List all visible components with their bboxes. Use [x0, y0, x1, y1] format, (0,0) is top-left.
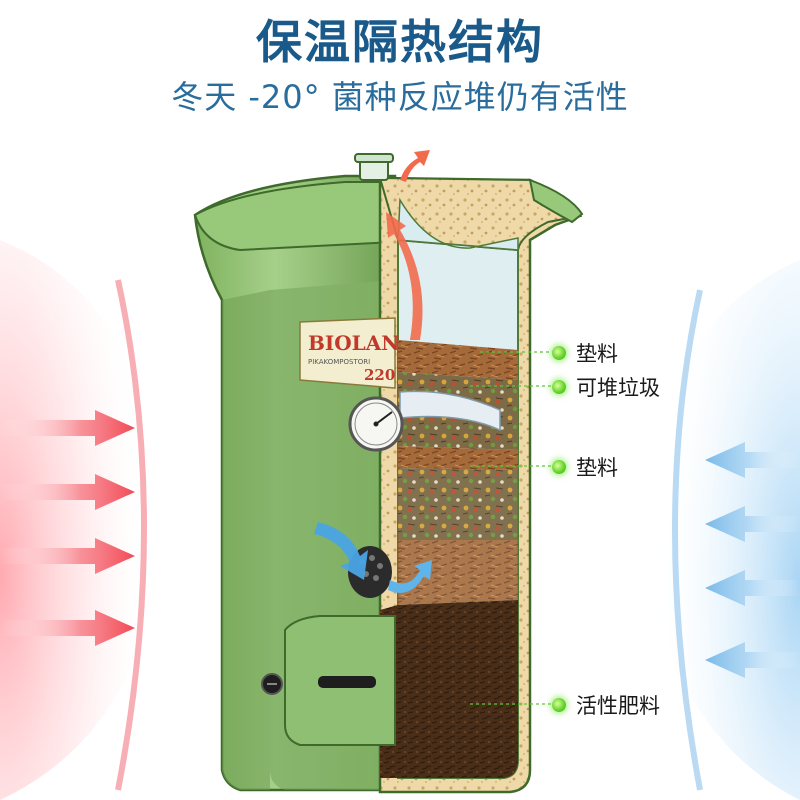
bullet-dot-icon	[552, 380, 566, 394]
composter-illustration: BIOLAN PIKAKOMPOSTORI 220	[193, 150, 584, 794]
label-litter-top: 垫料	[552, 338, 618, 368]
cold-arrows	[705, 442, 800, 678]
warm-arrow-icon	[0, 410, 135, 446]
litter-layer-middle	[398, 446, 518, 470]
bullet-dot-icon	[552, 460, 566, 474]
thermometer-icon	[348, 396, 404, 452]
brand-plate: BIOLAN PIKAKOMPOSTORI 220	[299, 317, 400, 389]
warm-arrow-icon	[0, 474, 135, 510]
brand-logo: BIOLAN	[308, 331, 400, 355]
page-subtitle: 冬天 -20° 菌种反应堆仍有活性	[171, 78, 629, 116]
warm-curve	[115, 279, 147, 791]
compost-layer	[398, 600, 518, 778]
warm-arrows	[0, 410, 135, 646]
bullet-dot-icon	[552, 346, 566, 360]
litter-layer-top	[398, 340, 518, 380]
warm-arrow-icon	[0, 538, 135, 574]
airflow-up-arrow-icon	[386, 212, 423, 340]
label-litter-middle: 垫料	[552, 452, 618, 482]
warm-arrow-icon	[0, 610, 135, 646]
airflow-curl-arrow-icon	[388, 560, 432, 593]
airflow-out-arrow-icon	[400, 150, 430, 182]
svg-text:220: 220	[364, 366, 395, 384]
svg-text:PIKAKOMPOSTORI: PIKAKOMPOSTORI	[308, 358, 370, 366]
cold-arrow-icon	[705, 570, 800, 606]
cold-arrow-icon	[705, 442, 800, 478]
label-leaders	[470, 351, 555, 705]
airflow-in-arrow-icon	[314, 522, 368, 580]
label-waste: 可堆垃圾	[552, 372, 660, 402]
cold-arrow-icon	[705, 506, 800, 542]
page-title: 保温隔热结构	[256, 15, 544, 69]
door-handle	[318, 676, 376, 688]
cold-arrow-icon	[705, 642, 800, 678]
warm-glow	[0, 240, 168, 800]
label-compost: 活性肥料	[552, 690, 660, 720]
cold-curve	[672, 289, 703, 791]
bullet-dot-icon	[552, 698, 566, 712]
